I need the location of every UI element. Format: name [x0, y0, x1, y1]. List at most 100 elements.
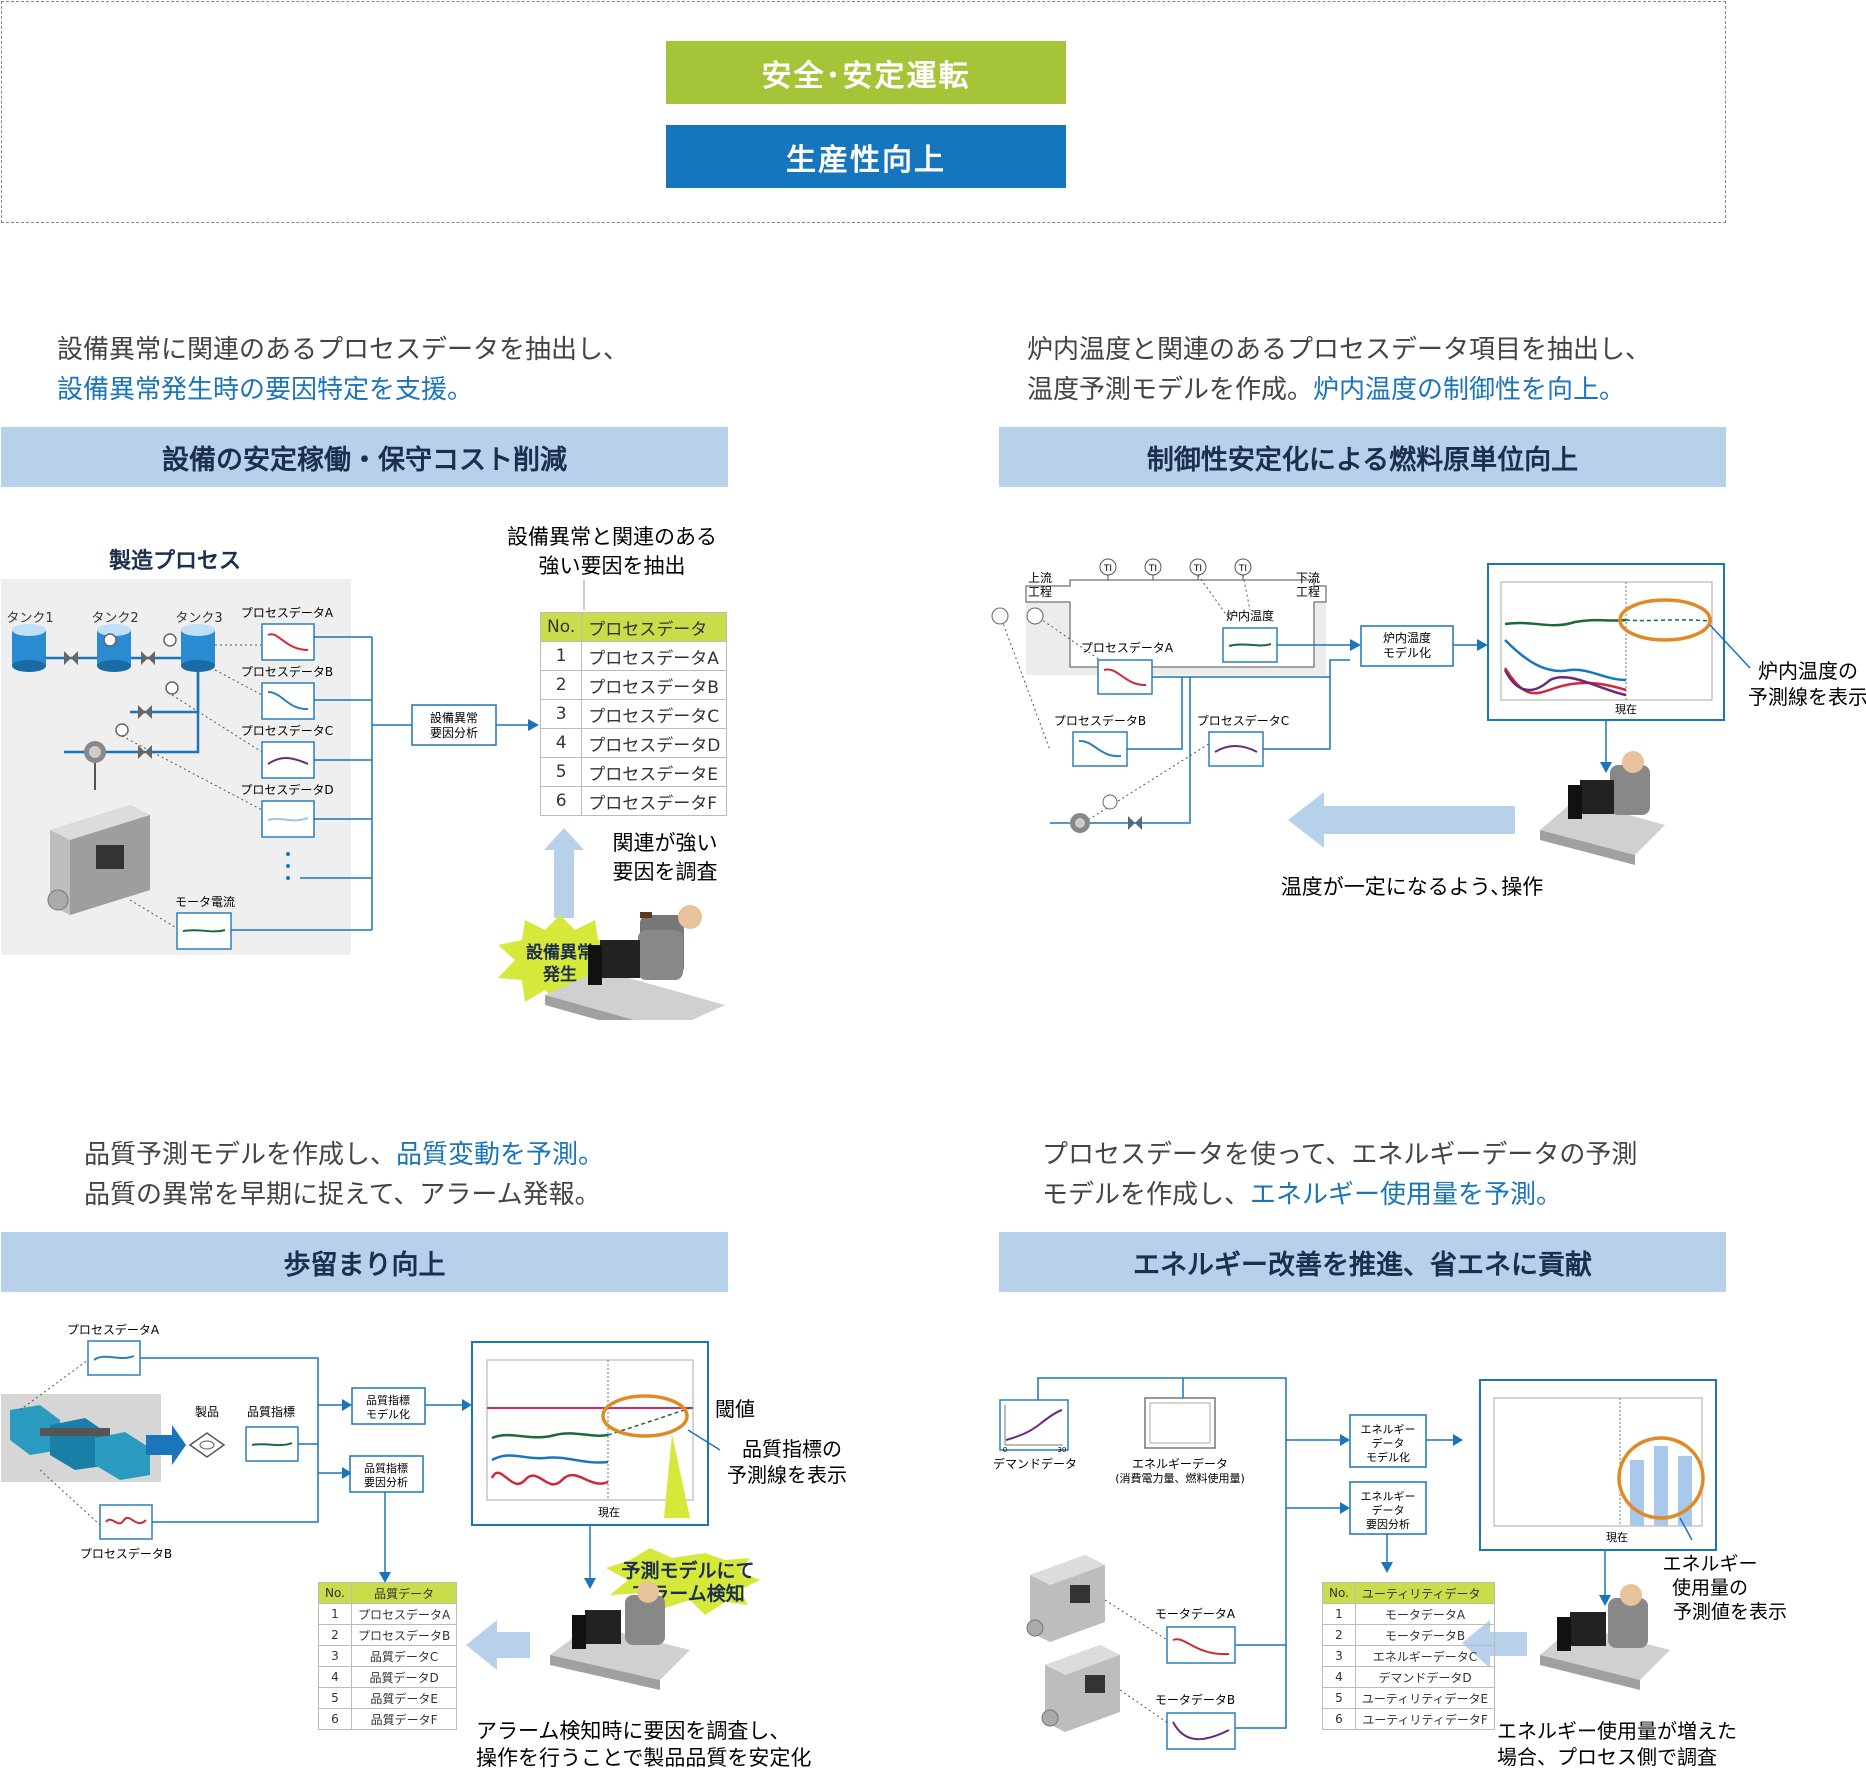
q1-arrow-to-table: [528, 719, 539, 731]
q3-pred-note-1: 品質指標の: [742, 1437, 842, 1461]
svg-text:TI: TI: [1238, 564, 1247, 574]
q2-gauge-icon-1: [991, 607, 1009, 625]
q2-data-a-chart: [1097, 659, 1153, 695]
q4-desc-line2: モデルを作成し、エネルギー使用量を予測。: [1042, 1180, 1563, 1210]
q4-demand-label: デマンドデータ: [993, 1456, 1077, 1471]
q1-investigate-note-1: 関連が強い: [613, 831, 718, 855]
q4-description: プロセスデータを使って、エネルギーデータの予測 モデルを作成し、エネルギー使用量…: [1042, 1135, 1637, 1215]
svg-text:発生: 発生: [542, 964, 577, 985]
q2-data-c-label: プロセスデータC: [1197, 713, 1289, 728]
q1-process-title: 製造プロセス: [108, 548, 241, 574]
q1-desc-line1: 設備異常に関連のあるプロセスデータを抽出し、: [57, 335, 630, 365]
q2-lines: [1050, 644, 1477, 824]
q4-bottom-note-1: エネルギー使用量が増えた: [1497, 1719, 1737, 1743]
q4-motor-a-chart: [1166, 1626, 1236, 1664]
q3-series-blue: [491, 1454, 609, 1464]
svg-text:プロセスデータB: プロセスデータB: [241, 664, 333, 679]
q2-operate-note: 温度が一定になるよう､操作: [1281, 875, 1544, 899]
q1-more-dots: [286, 852, 290, 880]
svg-text:TI: TI: [1103, 564, 1112, 574]
q4-energy-data-panel: [1144, 1397, 1216, 1449]
svg-text:モデル化: モデル化: [1366, 1450, 1410, 1464]
q4-analysis-box: [1349, 1481, 1427, 1535]
svg-text:設備異常: 設備異常: [526, 942, 594, 963]
svg-text:TI: TI: [1148, 564, 1157, 574]
tank-2-icon: [97, 624, 131, 672]
tank-3-icon: [181, 624, 215, 672]
svg-text:プロセスデータD: プロセスデータD: [240, 782, 333, 797]
svg-text:プロセスデータC: プロセスデータC: [241, 723, 333, 738]
q2-upstream-2: 工程: [1028, 584, 1052, 599]
svg-text:要因分析: 要因分析: [1366, 1517, 1410, 1531]
svg-text:品質指標: 品質指標: [364, 1461, 408, 1475]
q4-lines: [1037, 1377, 1606, 1729]
tank-label-1: タンク1: [6, 611, 53, 626]
badge-safe-operation: 安全･安定運転: [666, 41, 1066, 104]
q3-quality-index-label: 品質指標: [247, 1404, 295, 1419]
svg-text:エネルギー: エネルギー: [1361, 1423, 1416, 1436]
q1-data-a-chart: プロセスデータA: [241, 605, 334, 661]
q2-downstream-1: 下流: [1296, 571, 1320, 585]
q2-desc-line1: 炉内温度と関連のあるプロセスデータ項目を抽出し、: [1027, 335, 1652, 365]
q3-alarm-burst: [606, 1548, 760, 1615]
q3-diagram: プロセスデータA 製品 品質指標 プロセスデータB 品質指標: [1, 1322, 847, 1768]
q4-motor-a-label: モータデータA: [1155, 1606, 1236, 1621]
q3-flow-arrow: [146, 1425, 186, 1465]
q1-extract-note-2: 強い要因を抽出: [539, 554, 686, 578]
q1-collector-lines: [231, 636, 528, 931]
q3-data-a-chart: [87, 1340, 141, 1376]
q1-title-bar: 設備の安定稼働・保守コスト削減: [1, 427, 728, 487]
badge-productivity: 生産性向上: [666, 125, 1066, 188]
q2-series-purple: [1503, 669, 1627, 697]
q1-pump-icon: [84, 741, 106, 790]
q1-motor-current-chart: モータ電流: [175, 895, 235, 950]
q4-pred-note-1: エネルギー: [1662, 1553, 1757, 1575]
q1-up-arrow: [544, 828, 584, 918]
q3-product-icon: [188, 1432, 226, 1458]
svg-text:予測モデルにて: 予測モデルにて: [621, 1559, 754, 1582]
q3-trend-plot: [486, 1359, 694, 1501]
q3-production-line-icon: [10, 1405, 150, 1480]
q4-now-label: 現在: [1606, 1531, 1628, 1544]
q2-operator-icon: [1540, 751, 1665, 865]
q2-downstream-2: 工程: [1296, 584, 1320, 599]
q1-data-c-chart: プロセスデータC: [241, 723, 333, 779]
q4-energy-data-label-2: (消費電力量、燃料使用量): [1115, 1471, 1245, 1485]
svg-text:要因分析: 要因分析: [430, 726, 478, 740]
q2-pred-note-1: 炉内温度の: [1758, 659, 1858, 683]
q3-bottom-note-2: 操作を行うことで製品品質を安定化: [476, 1746, 811, 1768]
q3-predicted-series: [607, 1407, 691, 1436]
q2-left-arrow: [1288, 792, 1515, 848]
q4-model-box: [1349, 1414, 1427, 1468]
tank-label-2: タンク2: [91, 611, 138, 626]
q3-series-red: [490, 1471, 609, 1486]
q4-prediction-highlight: [1617, 1436, 1705, 1520]
q3-data-b-chart: [99, 1504, 153, 1540]
q4-forecast-plot: [1493, 1397, 1703, 1527]
q2-description: 炉内温度と関連のあるプロセスデータ項目を抽出し、 温度予測モデルを作成。炉内温度…: [1027, 330, 1651, 410]
svg-text:TI: TI: [1193, 564, 1202, 574]
q3-title-bar: 歩留まり向上: [1, 1232, 728, 1292]
q3-quality-index-chart: [245, 1426, 299, 1462]
q2-furnace-temp-chart: [1222, 627, 1278, 663]
q2-upstream-1: 上流: [1028, 571, 1052, 585]
q3-left-arrow: [466, 1620, 530, 1670]
q2-title-bar: 制御性安定化による燃料原単位向上: [999, 427, 1726, 487]
svg-text:設備異常: 設備異常: [430, 710, 478, 725]
q4-desc-line1: プロセスデータを使って、エネルギーデータの予測: [1042, 1140, 1638, 1170]
q2-data-a-label: プロセスデータA: [1081, 640, 1174, 655]
q3-product-label: 製品: [195, 1405, 219, 1419]
q4-motor-b-label: モータデータB: [1155, 1692, 1235, 1707]
q2-model-box: [1360, 625, 1454, 667]
q3-bottom-note-1: アラーム検知時に要因を調査し、: [476, 1719, 790, 1743]
svg-text:プロセスデータA: プロセスデータA: [241, 605, 334, 620]
q3-desc-line1: 品質予測モデルを作成し、品質変動を予測。: [84, 1140, 605, 1170]
